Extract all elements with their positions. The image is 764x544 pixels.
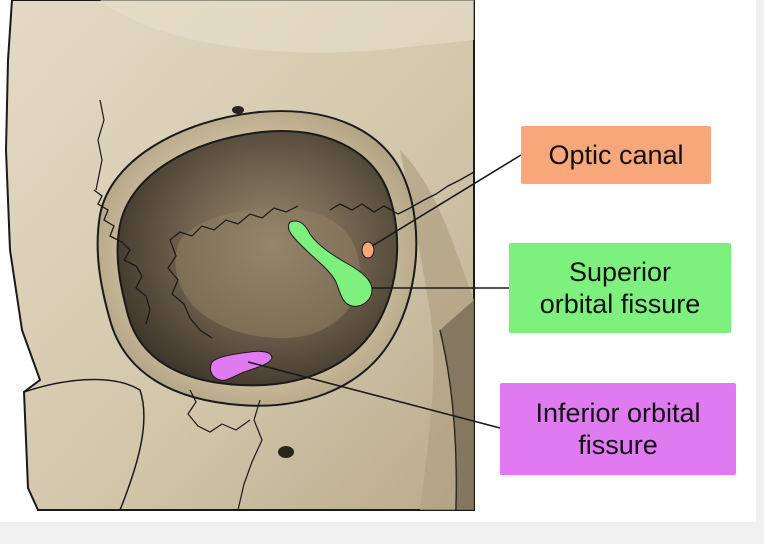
superior-orbital-fissure-label: Superior orbital fissure (509, 243, 731, 333)
inferior-orbital-fissure-label: Inferior orbital fissure (500, 383, 736, 475)
optic-canal-shape (362, 242, 374, 258)
optic-canal-label: Optic canal (521, 126, 711, 184)
infraorbital-foramen (278, 446, 294, 458)
supraorbital-foramen (232, 106, 244, 114)
